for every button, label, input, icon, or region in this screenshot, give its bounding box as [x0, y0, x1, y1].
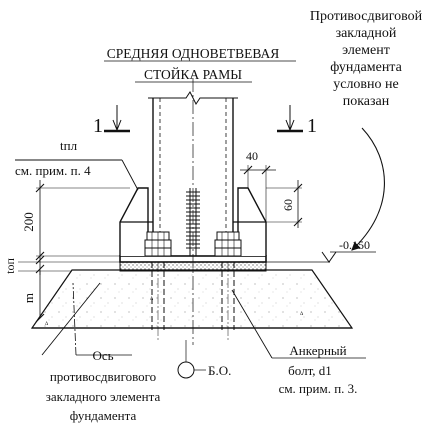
t-pl-label: tпл — [60, 138, 78, 153]
dim-200-label: 200 — [21, 212, 36, 232]
note-line6: показан — [343, 94, 390, 109]
dimension-m: m — [21, 271, 45, 323]
title-line1: СРЕДНЯЯ ОДНОВЕТВЕВАЯ — [107, 46, 280, 61]
anchor-bolt-left — [144, 231, 172, 340]
dimension-40-60: 40 60 — [240, 149, 303, 228]
dim-top-label: tоп — [3, 258, 17, 274]
dim-40-label: 40 — [246, 149, 258, 163]
base-traverse — [119, 187, 267, 256]
anchor-line3: см. прим. п. 3. — [279, 381, 358, 396]
column — [148, 78, 238, 345]
anchor-bolt-right — [214, 231, 242, 340]
svg-text:Δ: Δ — [45, 322, 49, 327]
note-line2: закладной — [336, 26, 397, 41]
axis-line3: закладного элемента — [46, 389, 161, 404]
section-right-label: 1 — [307, 115, 317, 137]
axis-line4: фундамента — [70, 408, 137, 423]
level-label: -0.150 — [339, 238, 370, 252]
foundation: Δ Δ Δ — [30, 269, 354, 329]
level-mark: -0.150 — [266, 238, 376, 263]
stiffener-weld — [186, 188, 200, 256]
anchor-bolt-callout: Анкерный болт, d1 см. прим. п. 3. — [231, 289, 366, 396]
section-mark-left: 1 — [93, 105, 130, 137]
note-line1: Противосдвиговой — [310, 9, 423, 24]
dimension-200: 200 — [21, 180, 130, 275]
note-line5: условно не — [333, 77, 399, 92]
anchor-line2: болт, d1 — [288, 363, 332, 378]
dim-60-label: 60 — [281, 199, 295, 211]
section-mark-right: 1 — [277, 105, 317, 137]
section-left-label: 1 — [93, 115, 103, 137]
note-line3: элемент — [342, 43, 390, 58]
anchor-line1: Анкерный — [289, 343, 346, 358]
svg-text:Δ: Δ — [300, 312, 304, 317]
dimension-top: tоп — [3, 255, 120, 274]
axis-line1: Ось — [92, 348, 113, 363]
axis-line2: противосдвигового — [50, 369, 156, 384]
bo-label: Б.О. — [208, 363, 231, 378]
note-line4: фундамента — [330, 60, 402, 75]
title-line2: СТОЙКА РАМЫ — [144, 67, 242, 82]
plate-thickness-callout: tпл см. прим. п. 4 — [15, 138, 139, 191]
shear-element-note: Противосдвиговой закладной элемент фунда… — [310, 9, 423, 251]
see-note4-label: см. прим. п. 4 — [15, 163, 91, 178]
bo-mark: Б.О. — [177, 340, 231, 379]
shear-axis-callout: Ось противосдвигового закладного элемент… — [41, 282, 161, 423]
dim-m-label: m — [21, 293, 36, 303]
